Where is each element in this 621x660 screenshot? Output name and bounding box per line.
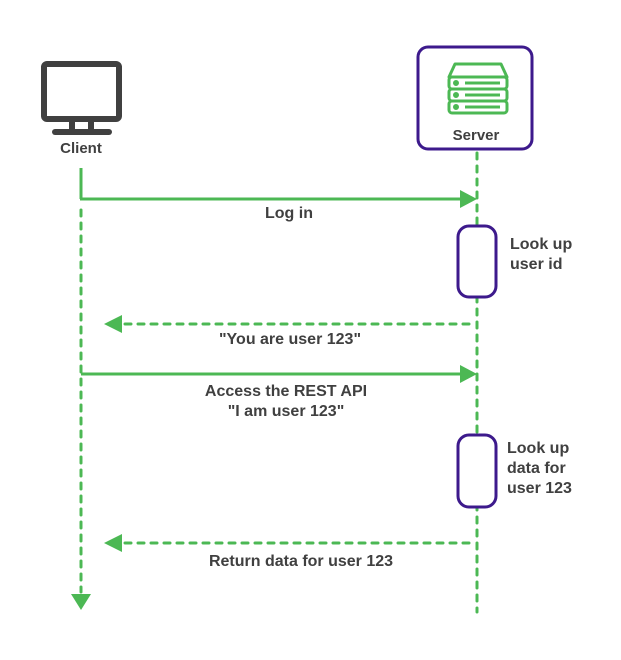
server-rack-icon: [447, 62, 509, 115]
monitor-icon: [41, 61, 122, 135]
activation-lookup-user-line1: Look up: [510, 236, 572, 253]
client-label: Client: [60, 140, 102, 157]
activation-lookup-user-line2: user id: [510, 256, 562, 273]
server-box: [416, 45, 534, 151]
message-access-label-line2: "I am user 123": [228, 403, 345, 420]
server-label: Server: [453, 127, 500, 144]
activation-lookup-data-line3: user 123: [507, 480, 572, 497]
activation-lookup-data-line1: Look up: [507, 440, 569, 457]
message-access-label-line1: Access the REST API: [205, 383, 367, 400]
activation-lookup-data-line2: data for: [507, 460, 566, 477]
client-lifeline-arrowhead: [71, 594, 91, 610]
activation-lookup-data: [456, 433, 498, 509]
message-you-are-arrowhead: [104, 315, 122, 333]
message-you-are-label: "You are user 123": [219, 331, 361, 348]
message-return-label: Return data for user 123: [209, 553, 393, 570]
message-login-label: Log in: [265, 205, 313, 222]
message-return-arrowhead: [104, 534, 122, 552]
message-access-arrowhead: [460, 365, 477, 383]
message-login-arrowhead: [460, 190, 477, 208]
activation-lookup-user: [456, 224, 498, 299]
